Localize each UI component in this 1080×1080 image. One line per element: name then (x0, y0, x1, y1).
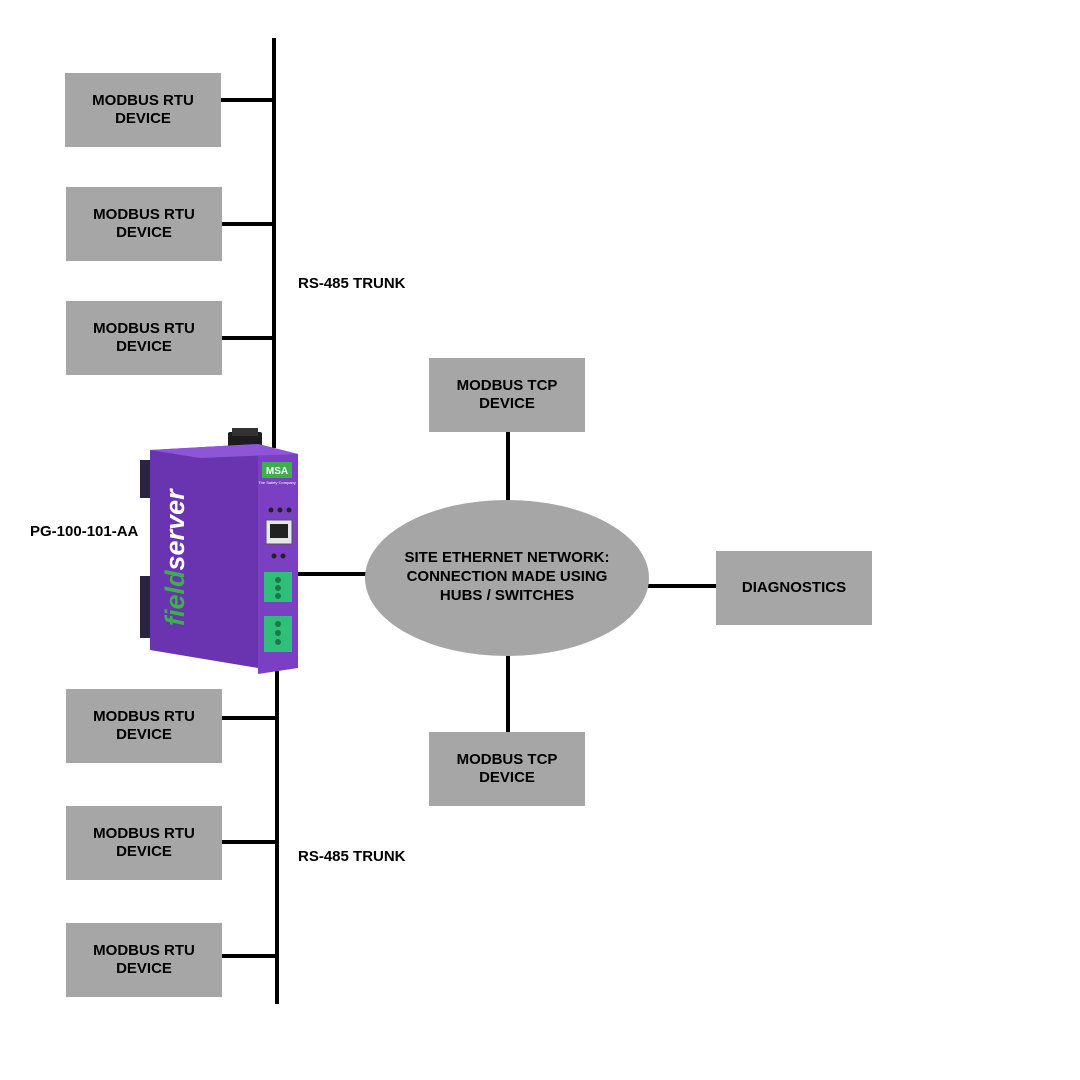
diagnostics-box: DIAGNOSTICS (716, 551, 872, 625)
status-led (286, 507, 292, 513)
fieldserver-gateway-device: MSA The Safety Company fieldserver (140, 428, 305, 676)
gateway-top-face (150, 444, 298, 458)
device-label: DEVICE (116, 843, 172, 860)
connector-latch (232, 428, 258, 436)
device-type-label: MODBUS RTU (92, 92, 194, 109)
device-type-label: MODBUS RTU (93, 320, 195, 337)
device-label: DEVICE (116, 338, 172, 355)
msa-logo-text: MSA (266, 466, 288, 477)
status-led (277, 507, 283, 513)
terminal-screw (275, 639, 281, 645)
terminal-screw (275, 593, 281, 599)
msa-tagline: The Safety Company (258, 480, 296, 485)
terminal-screw (275, 621, 281, 627)
device-label: DEVICE (116, 960, 172, 977)
device-label: DEVICE (479, 395, 535, 412)
device-type-label: MODBUS TCP (456, 751, 558, 768)
port-led (280, 553, 286, 559)
site-ethernet-network-label: SITE ETHERNET NETWORK: CONNECTION MADE U… (366, 548, 648, 605)
network-line-1: SITE ETHERNET NETWORK: (404, 549, 610, 566)
device-label: DEVICE (479, 769, 535, 786)
rs485-trunk-top-label: RS-485 TRUNK (298, 275, 406, 292)
diagnostics-label: DIAGNOSTICS (741, 579, 847, 596)
device-label: DEVICE (116, 726, 172, 743)
network-line-3: HUBS / SWITCHES (439, 587, 575, 604)
msa-logo (262, 462, 292, 478)
status-led (268, 507, 274, 513)
brand-prefix: field (160, 570, 190, 626)
device-label: DEVICE (116, 224, 172, 241)
terminal-screw (275, 630, 281, 636)
device-type-label: MODBUS RTU (93, 206, 195, 223)
fieldserver-brand: fieldserver (160, 488, 190, 626)
ethernet-port-jack (270, 524, 288, 538)
site-ethernet-network-ellipse (365, 500, 649, 656)
device-type-label: MODBUS RTU (93, 708, 195, 725)
gateway-illustration: MSA The Safety Company fieldserver (140, 428, 298, 674)
rs485-trunk-bottom-label: RS-485 TRUNK (298, 848, 406, 865)
port-led (271, 553, 277, 559)
gateway-model-label: PG-100-101-AA (30, 523, 139, 540)
terminal-screw (275, 585, 281, 591)
network-line-2: CONNECTION MADE USING (406, 568, 608, 585)
terminal-screw (275, 577, 281, 583)
gateway-side-face (150, 444, 258, 668)
device-type-label: MODBUS RTU (93, 942, 195, 959)
device-label: DEVICE (115, 110, 171, 127)
brand-suffix: server (160, 488, 190, 571)
device-type-label: MODBUS TCP (456, 377, 558, 394)
device-type-label: MODBUS RTU (93, 825, 195, 842)
